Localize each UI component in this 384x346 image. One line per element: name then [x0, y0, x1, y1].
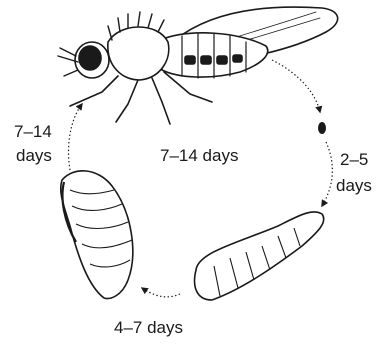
arrow-egg-to-larva [322, 142, 332, 206]
label-adult-to-egg: 7–14 days [160, 146, 238, 166]
label-pupa-to-adult-line2: days [16, 146, 52, 166]
larva-icon [195, 212, 324, 300]
label-larva-to-pupa: 4–7 days [114, 318, 183, 338]
arrow-pupa-to-adult [69, 104, 83, 170]
label-pupa-to-adult-line1: 7–14 [14, 122, 52, 142]
arrow-larva-to-pupa [142, 288, 180, 297]
label-egg-to-larva-line1: 2–5 [340, 150, 368, 170]
pupa-icon [61, 171, 133, 299]
arrow-adult-to-egg [272, 60, 320, 112]
label-egg-to-larva-line2: days [336, 176, 372, 196]
adult-fly-icon [58, 7, 338, 124]
egg-icon [318, 122, 326, 134]
